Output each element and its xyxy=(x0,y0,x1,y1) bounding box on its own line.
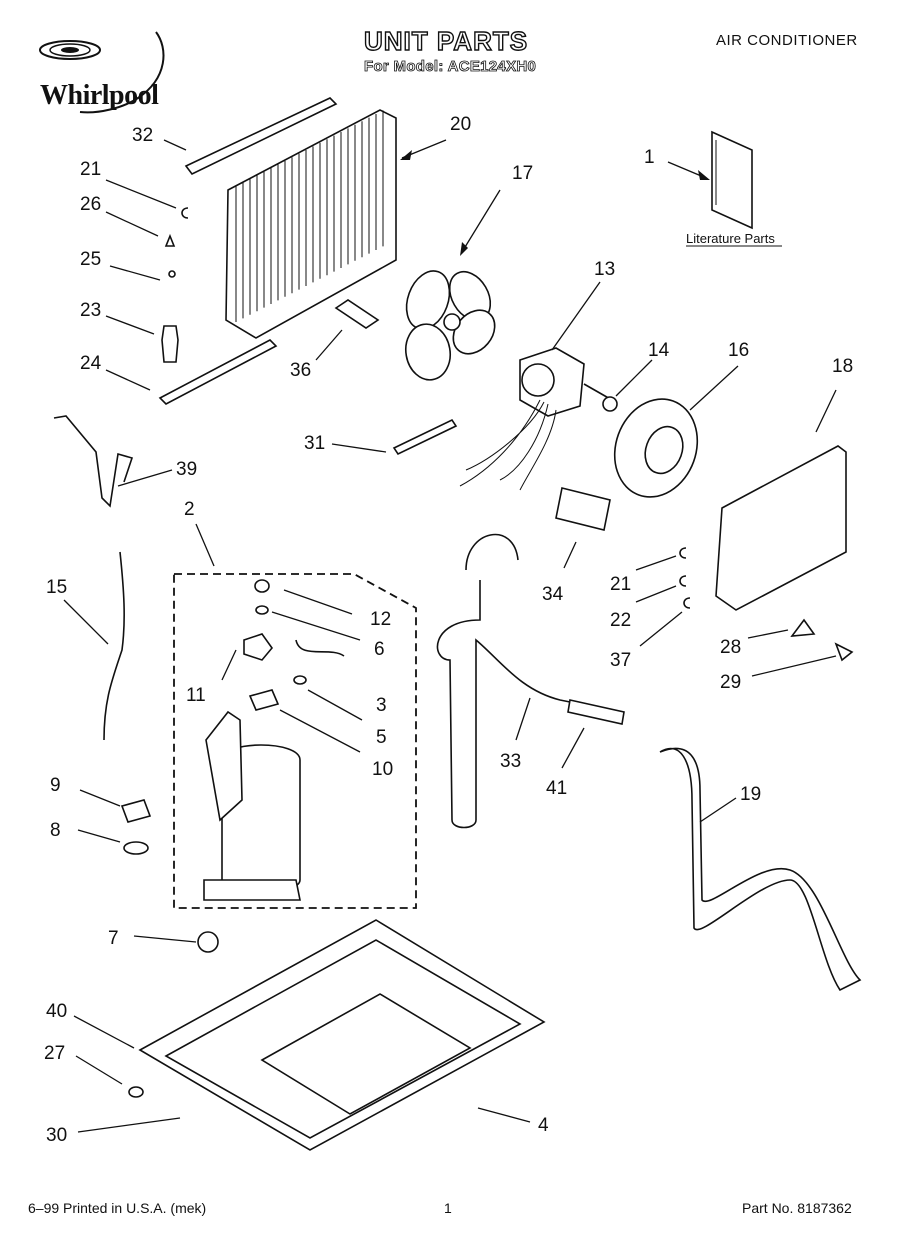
callout: 29 xyxy=(720,672,741,693)
callout: 31 xyxy=(304,433,325,454)
callout: 20 xyxy=(450,114,471,135)
callout: 40 xyxy=(46,1001,67,1022)
callout: 2 xyxy=(184,499,195,520)
callout: 34 xyxy=(542,584,564,605)
part-18-evaporator-coil xyxy=(715,389,847,611)
model-subtitle: For Model: ACE124XH0 xyxy=(364,58,537,76)
callout: 25 xyxy=(80,249,101,270)
part-33-tube xyxy=(436,533,625,829)
callout: 1 xyxy=(644,147,655,168)
brand-wordmark: Whirlpool xyxy=(40,80,159,111)
callout: 13 xyxy=(594,259,615,280)
callout: 3 xyxy=(376,695,387,716)
footer-page-number: 1 xyxy=(444,1200,452,1216)
part-17-fan xyxy=(404,189,501,381)
part-19-foam-seal xyxy=(659,747,862,992)
part-13-motor xyxy=(459,281,613,491)
callout: 10 xyxy=(372,759,393,780)
callout: 12 xyxy=(370,609,391,630)
footer-print-info: 6–99 Printed in U.S.A. (mek) xyxy=(28,1200,207,1216)
callout: 7 xyxy=(108,928,119,949)
part-32-strip xyxy=(163,97,338,176)
callout: 19 xyxy=(740,784,761,805)
callout: 21 xyxy=(610,574,631,595)
callout: 16 xyxy=(728,340,749,361)
part-28-29 xyxy=(747,618,854,677)
part-20-condenser-coil xyxy=(225,109,447,339)
whirlpool-swirl-icon xyxy=(39,31,165,114)
callout: 22 xyxy=(610,610,631,631)
part-9-8-7 xyxy=(77,789,219,953)
callout: 5 xyxy=(376,727,387,748)
callout: 14 xyxy=(648,340,670,361)
callout: 8 xyxy=(50,820,61,841)
callout: 18 xyxy=(832,356,853,377)
callout: 6 xyxy=(374,639,385,660)
product-category: AIR CONDITIONER xyxy=(716,32,858,49)
part-small-left xyxy=(105,179,278,405)
part-14-16-blower xyxy=(602,359,739,498)
whirlpool-logo: Whirlpool xyxy=(18,28,188,118)
literature-label: Literature Parts xyxy=(686,231,775,246)
callout: 17 xyxy=(512,163,533,184)
callout: 26 xyxy=(80,194,101,215)
part-15-harness xyxy=(63,551,125,741)
callout: 23 xyxy=(80,300,101,321)
callout: 33 xyxy=(500,751,521,772)
callout: 11 xyxy=(186,685,206,706)
part-39-wire xyxy=(53,415,173,508)
callout: 27 xyxy=(44,1043,65,1064)
part-34-filter xyxy=(555,487,611,569)
callout: 39 xyxy=(176,459,197,480)
part-40-base-pan xyxy=(73,919,546,1151)
callout: 24 xyxy=(80,353,102,374)
callout: 15 xyxy=(46,577,67,598)
callout: 36 xyxy=(290,360,311,381)
callout: 30 xyxy=(46,1125,67,1146)
callout: 4 xyxy=(538,1115,549,1136)
part-36-block xyxy=(315,299,380,361)
callout: 37 xyxy=(610,650,631,671)
literature-parts: Literature Parts xyxy=(667,130,782,247)
callout-labels: 1 2 3 4 5 6 7 8 9 10 11 12 13 14 15 16 1… xyxy=(44,114,853,1146)
callout: 32 xyxy=(132,125,153,146)
part-31 xyxy=(331,418,458,456)
footer-part-number: Part No. 8187362 xyxy=(742,1200,852,1216)
callout: 21 xyxy=(80,159,101,180)
callout: 41 xyxy=(546,778,567,799)
part-2-compressor-assembly xyxy=(173,523,417,909)
callout: 28 xyxy=(720,637,741,658)
callout: 9 xyxy=(50,775,61,796)
page-title: UNIT PARTS xyxy=(363,25,529,56)
part-21-22-37 xyxy=(635,547,691,647)
